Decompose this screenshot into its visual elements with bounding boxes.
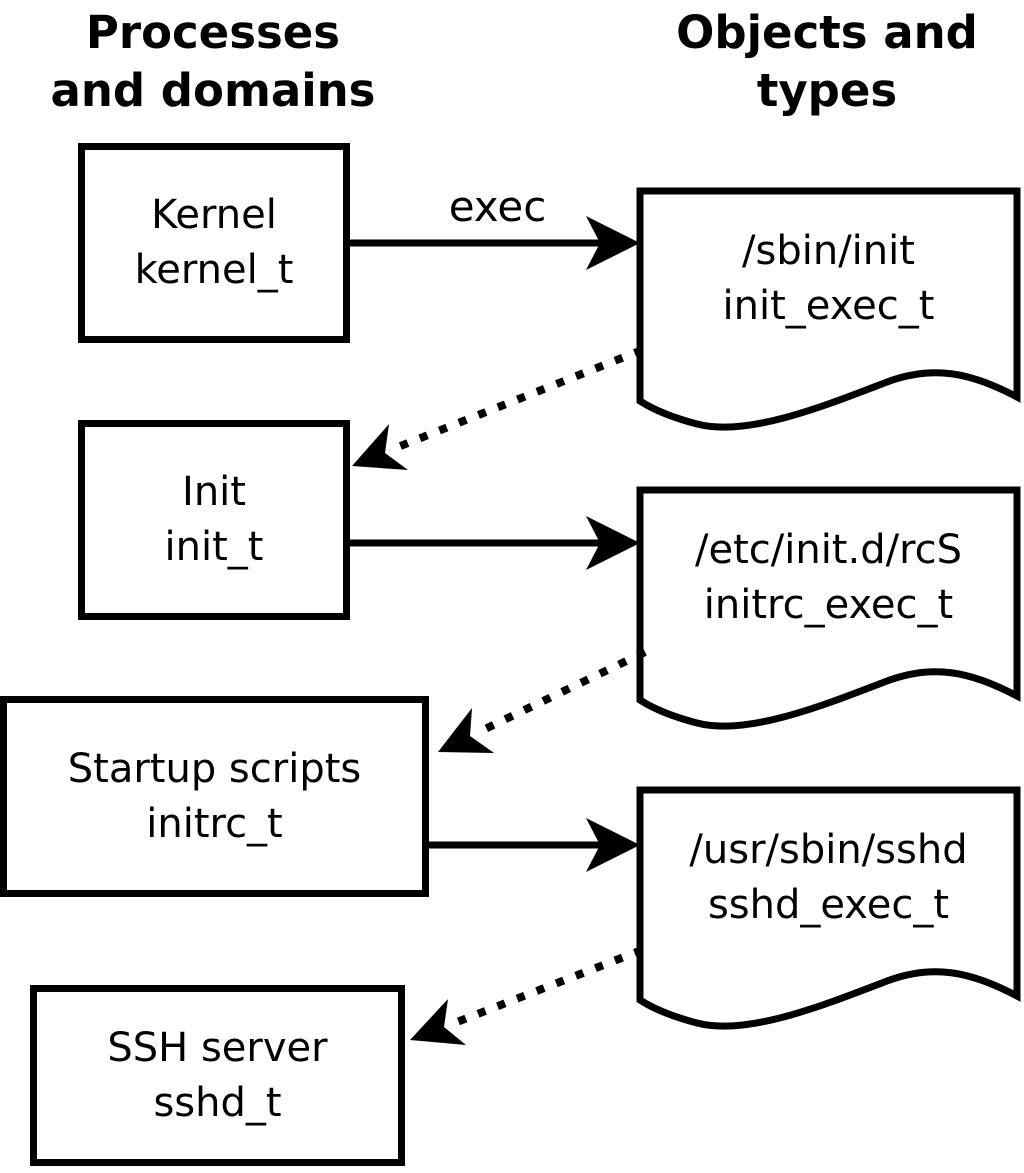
object-label-sbin-init: /sbin/init init_exec_t (640, 191, 1017, 366)
process-name: Startup scripts (67, 745, 362, 792)
exec-arrow-label: exec (448, 182, 547, 231)
process-domain-type: kernel_t (134, 247, 294, 293)
process-name: Kernel (151, 192, 277, 238)
exec-arrow-initrc-to-sshd (429, 818, 640, 872)
object-label-etc-init-rcS: /etc/init.d/rcS initrc_exec_t (640, 490, 1017, 665)
arrowhead-icon (586, 216, 640, 270)
process-domain-type: sshd_t (153, 1079, 282, 1126)
exec-arrow-kernel-to-sbin-init (347, 216, 640, 270)
arrowhead-icon (586, 516, 640, 570)
object-path: /etc/init.d/rcS (694, 526, 963, 573)
arrowhead-icon (438, 708, 494, 753)
arrowhead-icon (586, 818, 640, 872)
header-line: Objects and (676, 6, 978, 59)
transition-arrow-init-exec-to-init-t (352, 346, 644, 470)
column-header-processes: Processes and domains (0, 4, 426, 120)
header-line: types (756, 64, 898, 117)
process-domain-type: initrc_t (146, 800, 283, 847)
process-box-ssh-server: SSH server sshd_t (30, 985, 405, 1166)
object-path: /usr/sbin/sshd (689, 826, 968, 873)
header-line: and domains (50, 64, 376, 117)
object-label-usr-sbin-sshd: /usr/sbin/sshd sshd_exec_t (640, 790, 1017, 965)
arrowhead-icon (410, 999, 466, 1045)
object-path: /sbin/init (742, 227, 915, 274)
process-domain-type: init_t (164, 524, 264, 570)
process-box-startup-scripts: Startup scripts initrc_t (0, 696, 429, 897)
transition-arrow-sshd-exec-to-sshd-t (410, 946, 644, 1045)
process-name: SSH server (107, 1024, 328, 1071)
process-name: Init (182, 469, 246, 515)
document-shape-sshd-exec (636, 786, 1021, 1030)
transition-arrow-initrc-exec-to-initrc-t (438, 648, 647, 753)
process-box-kernel: Kernel kernel_t (78, 143, 350, 343)
exec-arrow-init-to-rcS (347, 516, 640, 570)
document-shape-initrc-exec (636, 486, 1021, 730)
header-line: Processes (85, 6, 341, 59)
object-file-type: init_exec_t (722, 282, 935, 329)
column-header-objects: Objects and types (627, 4, 1024, 120)
arrowhead-icon (352, 424, 408, 470)
document-shape-init-exec (636, 187, 1021, 431)
object-file-type: initrc_exec_t (703, 581, 954, 628)
process-box-init: Init init_t (78, 420, 350, 620)
object-file-type: sshd_exec_t (707, 881, 950, 928)
